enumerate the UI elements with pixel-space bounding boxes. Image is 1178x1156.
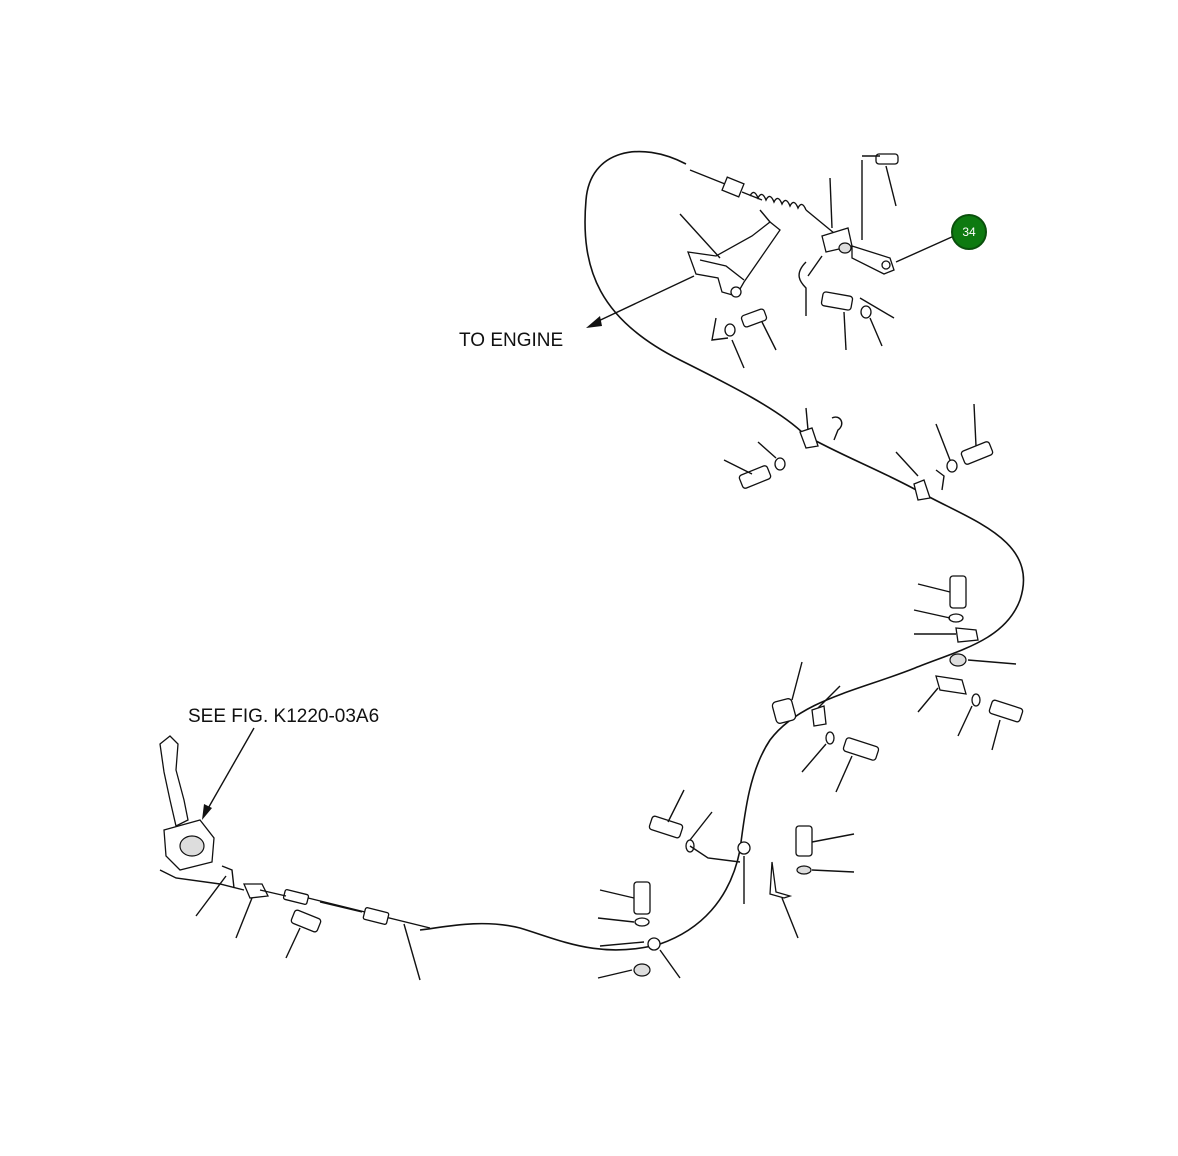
engine-bracket	[679, 209, 781, 298]
lower-cable-end	[282, 889, 431, 981]
callout-leader	[895, 235, 955, 263]
middle-spacer	[771, 661, 880, 793]
lower-clip-assembly	[648, 789, 855, 939]
right-bracket-plate	[917, 675, 1024, 751]
top-bolt	[862, 153, 899, 207]
see-fig-arrow	[202, 727, 255, 820]
to-engine-arrow	[586, 275, 695, 328]
callout-number: 34	[962, 225, 976, 239]
pivot-bolt	[820, 291, 895, 351]
right-clamp-stack	[913, 575, 1017, 667]
control-lever	[159, 735, 287, 939]
cable-clip-1	[723, 407, 843, 489]
bracket-hardware	[711, 308, 777, 369]
upper-cable-end	[689, 169, 841, 239]
cable-clip-2	[895, 403, 994, 501]
to-engine-label: TO ENGINE	[459, 330, 564, 351]
cable-spring	[749, 191, 807, 211]
part-callout-34[interactable]: 34	[951, 214, 987, 250]
bottom-clamp-stack	[597, 881, 681, 979]
lever-clevis	[798, 160, 895, 316]
see-figure-reference-label[interactable]: SEE FIG. K1220-03A6	[188, 706, 380, 727]
